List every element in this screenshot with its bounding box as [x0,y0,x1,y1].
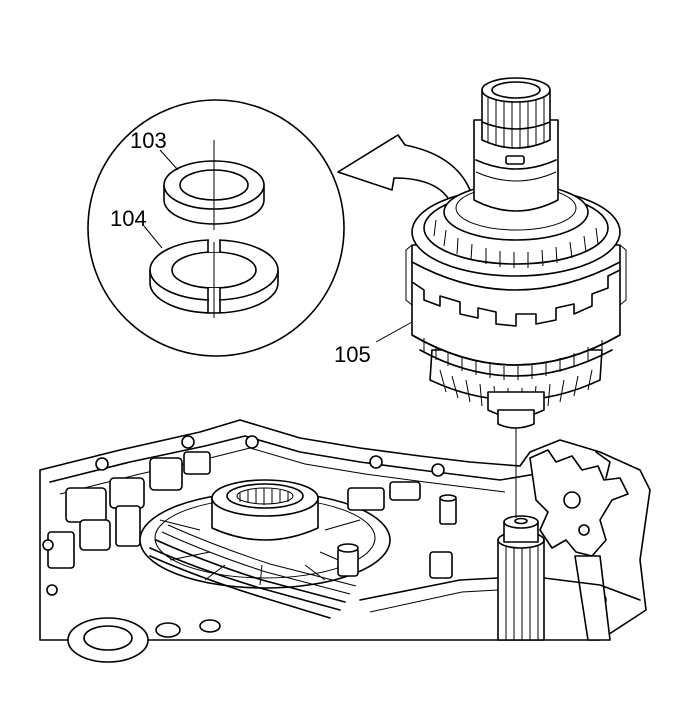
transmission-case [39,419,651,663]
leader-104 [143,225,163,249]
detail-view: 103 104 [87,99,345,357]
callout-104: 104 [110,206,147,231]
callout-103: 103 [130,128,167,153]
leader-105 [375,321,413,343]
callout-105: 105 [334,342,371,367]
direction-arrow [337,134,471,206]
gear-assembly-105: 105 [334,77,627,429]
leader-103 [159,149,179,171]
